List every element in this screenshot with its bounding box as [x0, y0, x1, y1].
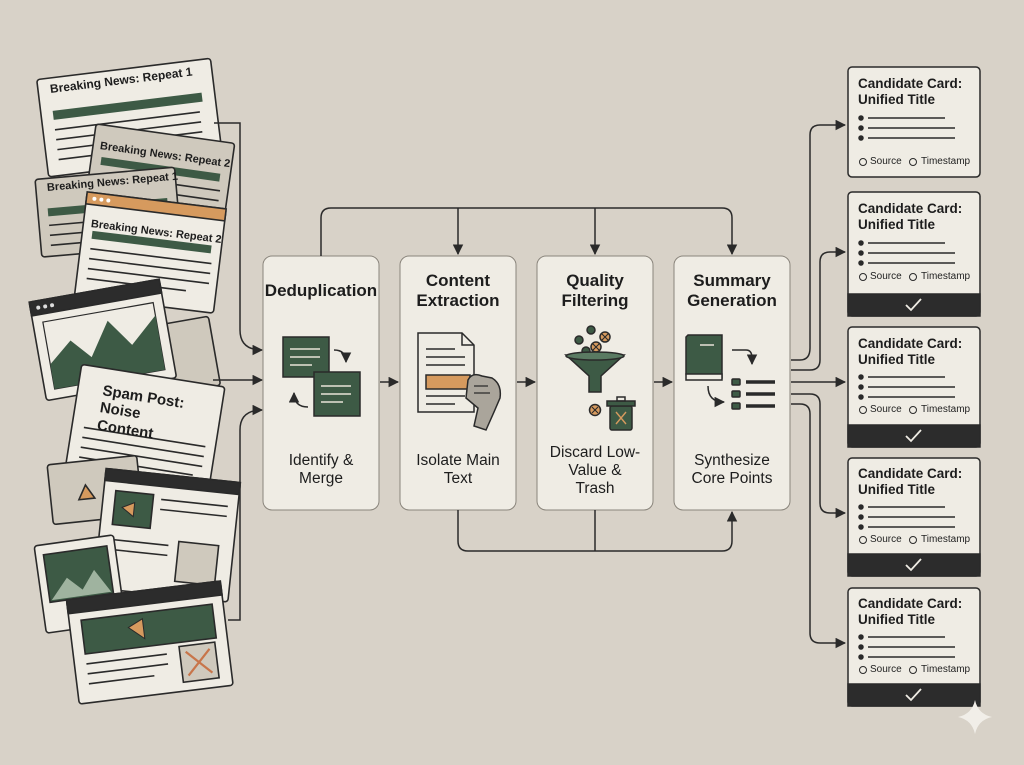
ad-window-front: [66, 581, 233, 704]
card-5-timestamp: Timestamp: [921, 664, 970, 675]
stage-title-extract: Content Extraction: [403, 271, 513, 310]
card-2-timestamp: Timestamp: [921, 271, 970, 282]
stage-title-dedup: Deduplication: [263, 281, 379, 301]
stage-title-summary: Summary Generation: [682, 271, 782, 310]
card-3-source: Source: [870, 404, 902, 415]
card-1-title: Candidate Card: Unified Title: [858, 76, 973, 107]
card-2-title: Candidate Card: Unified Title: [858, 201, 973, 232]
card-4-title: Candidate Card: Unified Title: [858, 466, 973, 497]
card-2-source: Source: [870, 271, 902, 282]
card-4-source: Source: [870, 534, 902, 545]
card-4-timestamp: Timestamp: [921, 534, 970, 545]
card-1-source: Source: [870, 156, 902, 167]
flow-arrows: [321, 208, 732, 551]
output-connectors: [791, 125, 845, 643]
stage-desc-extract: Isolate Main Text: [413, 452, 503, 488]
stage-desc-quality: Discard Low-Value & Trash: [547, 444, 643, 497]
card-3-timestamp: Timestamp: [921, 404, 970, 415]
stage-title-quality: Quality Filtering: [545, 271, 645, 310]
card-1-timestamp: Timestamp: [921, 156, 970, 167]
card-3-title: Candidate Card: Unified Title: [858, 336, 973, 367]
card-5-source: Source: [870, 664, 902, 675]
card-5-title: Candidate Card: Unified Title: [858, 596, 973, 627]
stage-desc-summary: Synthesize Core Points: [682, 452, 782, 488]
stage-desc-dedup: Identify & Merge: [278, 452, 364, 488]
